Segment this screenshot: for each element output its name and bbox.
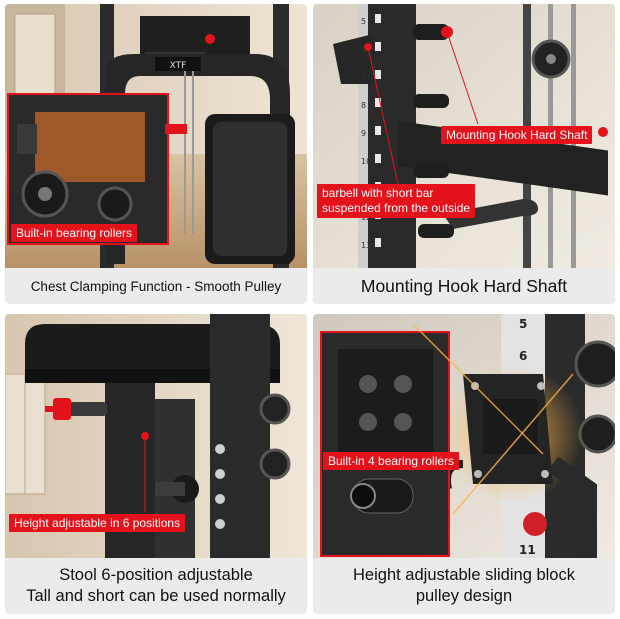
callout-line-1: barbell with short bar (322, 186, 434, 200)
rack-number-9: 9 (361, 129, 366, 138)
caption-line-1: Height adjustable sliding block (353, 566, 575, 584)
panel-sliding-block: 5 6 11 Built-in 4 bea (313, 314, 615, 614)
panel-stool: Height adjustable in 6 positions Stool 6… (5, 314, 307, 614)
sliding-block-photo: 5 6 11 Built-in 4 bea (313, 314, 615, 558)
mounting-hook-photo: 5678910111213 Mounting Hook Hard Shaft b… (313, 4, 615, 268)
brand-logo: XTF (170, 61, 187, 71)
callout-barbell-short-bar: barbell with short bar suspended from th… (317, 184, 476, 218)
rack-number-6: 6 (519, 349, 527, 363)
callout-height-adjustable: Height adjustable in 6 positions (9, 514, 186, 532)
panel-chest-clamping: XTF Built-in bearing rollers Chest Clamp… (5, 4, 307, 304)
rack-number-5: 5 (361, 17, 366, 26)
caption-mounting-hook: Mounting Hook Hard Shaft (313, 268, 615, 304)
callout-bearing-rollers-4: Built-in 4 bearing rollers (323, 452, 460, 470)
rack-number-13: 13 (361, 241, 371, 250)
panel-mounting-hook: 5678910111213 Mounting Hook Hard Shaft b… (313, 4, 615, 304)
callout-bearing-rollers: Built-in bearing rollers (11, 224, 138, 242)
rack-number-7: 7 (361, 73, 366, 82)
rack-number-8: 8 (361, 101, 366, 110)
rack-number-10: 10 (361, 157, 371, 166)
caption-stool: Stool 6-position adjustable Tall and sho… (5, 558, 307, 614)
caption-text: Mounting Hook Hard Shaft (360, 275, 568, 296)
stool-photo: Height adjustable in 6 positions (5, 314, 307, 558)
caption-sliding-block: Height adjustable sliding block pulley d… (313, 558, 615, 614)
rack-number-11: 11 (519, 543, 536, 557)
caption-text: Chest Clamping Function - Smooth Pulley (30, 278, 282, 294)
callout-line-2: suspended from the outside (322, 201, 471, 215)
chest-clamping-photo: XTF Built-in bearing rollers (5, 4, 307, 268)
callout-mounting-hook: Mounting Hook Hard Shaft (441, 126, 593, 144)
caption-line-1: Stool 6-position adjustable (59, 566, 253, 584)
caption-chest-clamping: Chest Clamping Function - Smooth Pulley (5, 268, 307, 304)
caption-line-2: pulley design (415, 587, 513, 605)
caption-line-2: Tall and short can be used normally (26, 587, 286, 605)
rack-number-5: 5 (519, 317, 527, 331)
rack-number-6: 6 (361, 45, 366, 54)
